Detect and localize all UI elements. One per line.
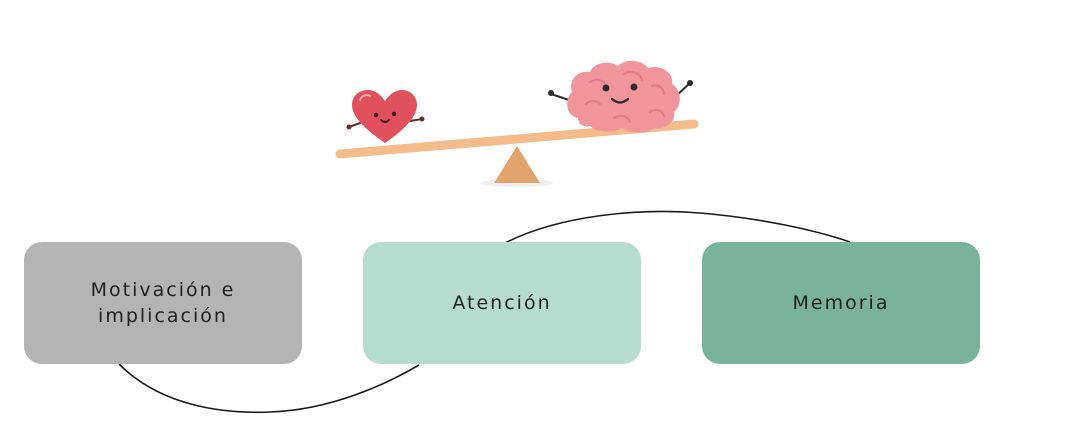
box-atencion: Atención <box>363 242 641 364</box>
box-motivacion: Motivación e implicación <box>24 242 302 364</box>
connector-curve-atencion-memoria <box>504 210 851 244</box>
box-memoria-label: Memoria <box>792 292 890 314</box>
brain-character-icon <box>548 60 693 133</box>
box-motivacion-label: Motivación e implicación <box>90 279 236 327</box>
seesaw-illustration <box>335 60 699 187</box>
heart-character-icon <box>346 90 425 143</box>
seesaw-fulcrum <box>494 146 540 183</box>
box-atencion-label: Atención <box>452 292 552 314</box>
box-memoria: Memoria <box>702 242 980 364</box>
connector-curve-motivacion-atencion <box>118 363 420 414</box>
